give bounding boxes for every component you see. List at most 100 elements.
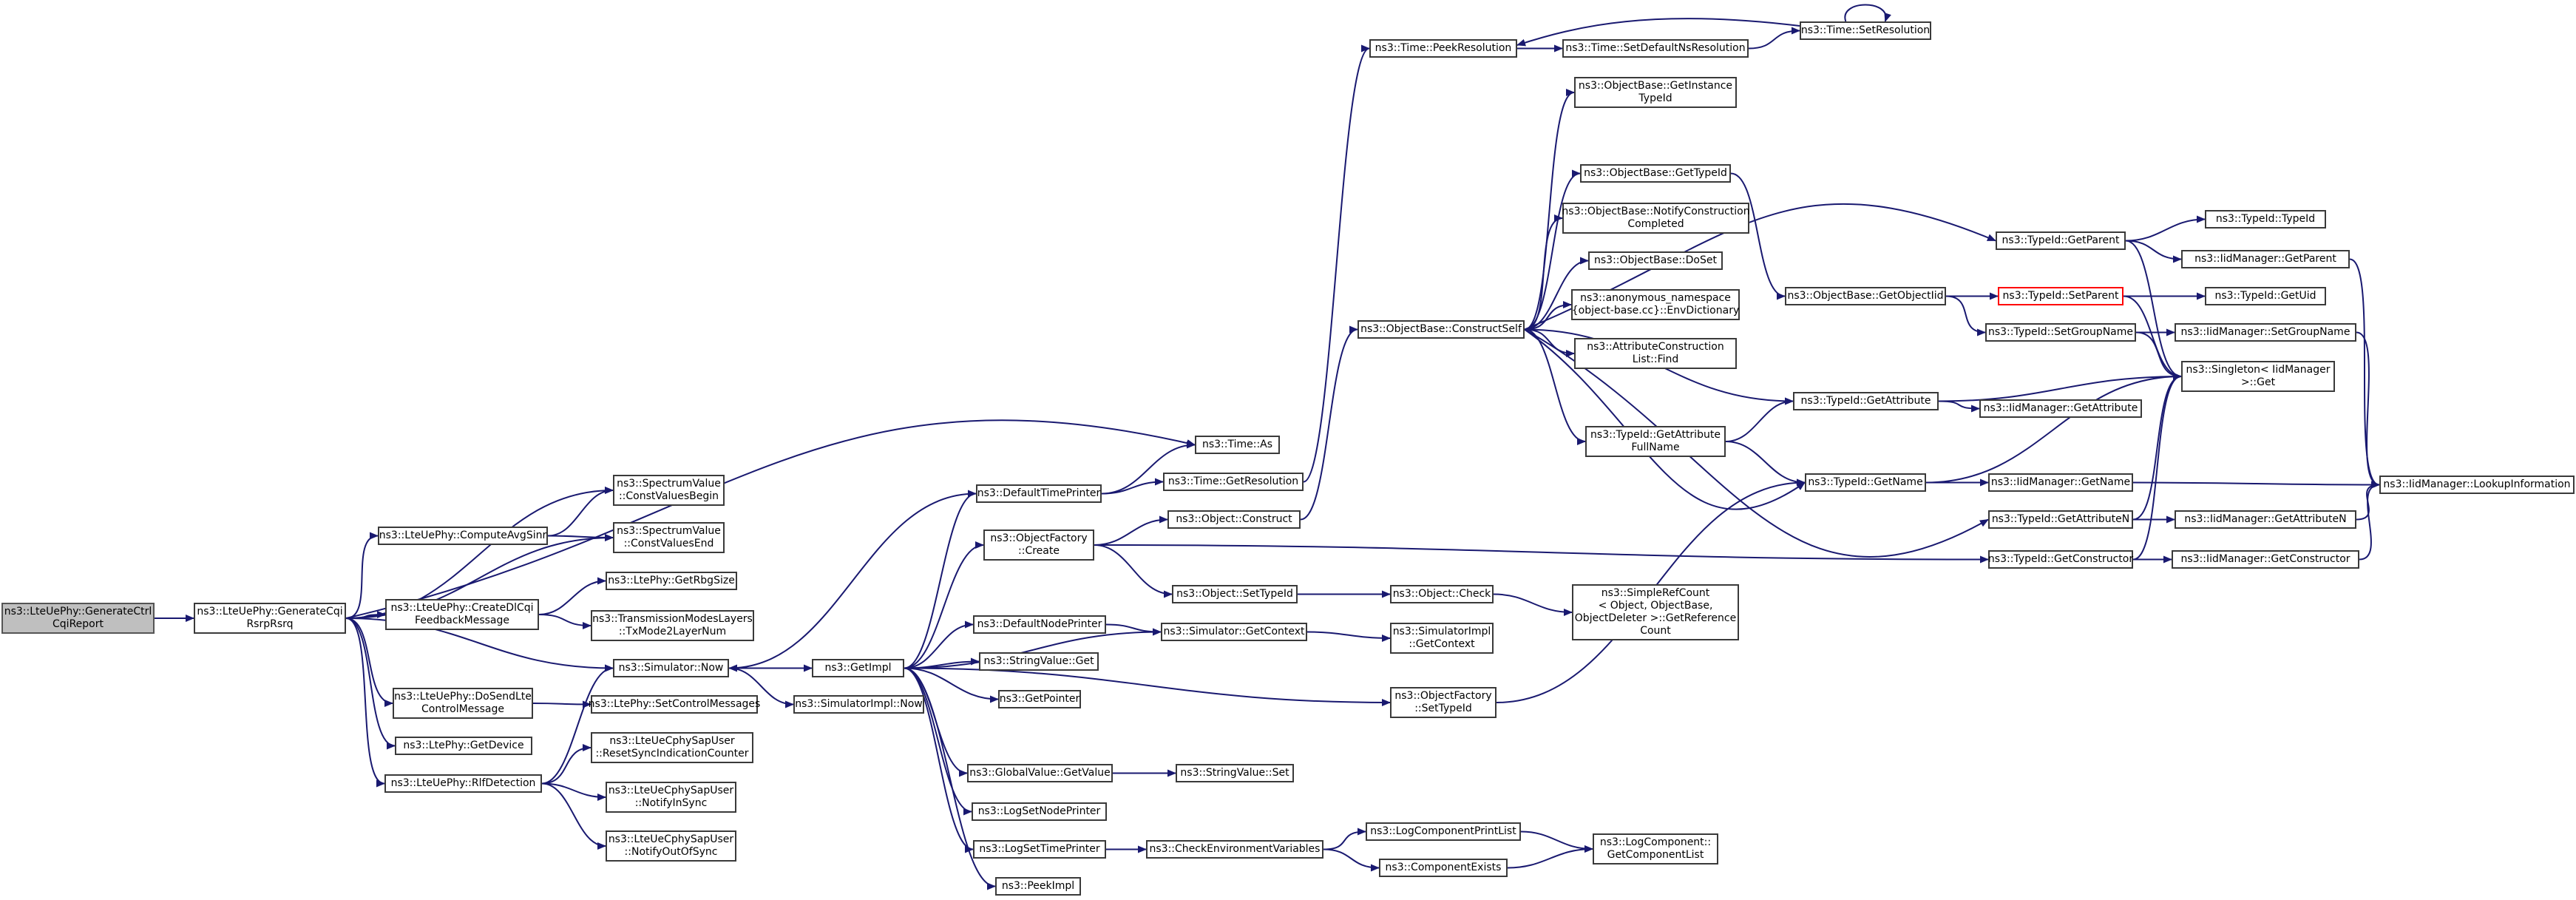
node-object-set-type-id[interactable]: ns3::Object::SetTypeId xyxy=(1172,585,1298,603)
node-do-send-lte[interactable]: ns3::LteUePhy::DoSendLte ControlMessage xyxy=(393,688,533,719)
edge-typeid-get-attribute-n-to-singleton-get xyxy=(2132,373,2182,521)
edge-compute-avg-sinr-to-spec-end xyxy=(547,533,614,541)
edge-get-impl-to-sim-get-context xyxy=(904,628,1162,669)
node-attr-construction-list-find[interactable]: ns3::AttributeConstruction List::Find xyxy=(1574,338,1737,369)
node-notify-out-of-sync[interactable]: ns3::LteUeCphySapUser ::NotifyOutOfSync xyxy=(606,830,736,862)
node-set-control-msgs[interactable]: ns3::LtePhy::SetControlMessages xyxy=(589,695,760,714)
edge-get-impl-to-object-factory-create xyxy=(904,541,984,669)
node-object-factory-create[interactable]: ns3::ObjectFactory ::Create xyxy=(983,529,1094,561)
node-log-set-time-printer[interactable]: ns3::LogSetTimePrinter xyxy=(973,840,1106,859)
edge-default-node-printer-to-sim-get-context xyxy=(1105,623,1162,636)
edge-object-factory-create-to-object-set-type-id xyxy=(1094,544,1173,598)
node-object-factory-set-type-id[interactable]: ns3::ObjectFactory ::SetTypeId xyxy=(1390,687,1497,718)
edge-object-construct-to-ob-construct-self xyxy=(1300,325,1358,521)
node-typeid-set-group-name[interactable]: ns3::TypeId::SetGroupName xyxy=(1985,323,2136,342)
edge-get-impl-to-get-pointer xyxy=(904,667,999,703)
edge-ob-construct-self-to-typeid-get-attribute-n xyxy=(1524,328,1989,558)
node-iid-get-constructor[interactable]: ns3::IidManager::GetConstructor xyxy=(2172,550,2359,569)
node-default-node-printer[interactable]: ns3::DefaultNodePrinter xyxy=(973,615,1106,634)
node-tx-mode[interactable]: ns3::TransmissionModesLayers ::TxMode2La… xyxy=(591,610,754,641)
node-anon-env-dictionary[interactable]: ns3::anonymous_namespace {object-base.cc… xyxy=(1571,289,1740,320)
node-iid-get-parent[interactable]: ns3::IidManager::GetParent xyxy=(2181,250,2350,268)
node-sim-impl-get-context[interactable]: ns3::SimulatorImpl ::GetContext xyxy=(1390,623,1494,654)
edge-create-dl-cqi-to-tx-mode xyxy=(538,614,592,629)
node-sim-now[interactable]: ns3::Simulator::Now xyxy=(613,659,729,677)
node-ob-construct-self[interactable]: ns3::ObjectBase::ConstructSelf xyxy=(1358,320,1525,339)
node-lte-get-device[interactable]: ns3::LtePhy::GetDevice xyxy=(395,737,532,755)
node-rlf-detection[interactable]: ns3::LteUePhy::RlfDetection xyxy=(384,774,542,793)
node-ob-get-instance-type-id[interactable]: ns3::ObjectBase::GetInstance TypeId xyxy=(1574,77,1737,108)
node-global-value-get[interactable]: ns3::GlobalValue::GetValue xyxy=(967,764,1113,782)
node-reset-sync[interactable]: ns3::LteUeCphySapUser ::ResetSyncIndicat… xyxy=(591,732,753,763)
edge-typeid-get-parent-to-singleton-get xyxy=(2125,240,2182,380)
node-check-env-vars[interactable]: ns3::CheckEnvironmentVariables xyxy=(1146,840,1323,859)
edge-gen-cqi-to-compute-avg-sinr xyxy=(345,532,379,619)
node-ob-get-type-id[interactable]: ns3::ObjectBase::GetTypeId xyxy=(1580,164,1731,183)
node-get-rbg-size[interactable]: ns3::LtePhy::GetRbgSize xyxy=(606,572,737,590)
node-time-set-resolution[interactable]: ns3::Time::SetResolution xyxy=(1800,21,1931,40)
node-time-as[interactable]: ns3::Time::As xyxy=(1195,436,1280,454)
node-typeid-get-parent[interactable]: ns3::TypeId::GetParent xyxy=(1996,231,2126,250)
edge-ob-get-object-iid-to-typeid-set-group-name xyxy=(1945,295,1986,336)
node-typeid-get-uid[interactable]: ns3::TypeId::GetUid xyxy=(2205,287,2326,305)
node-sim-impl-now[interactable]: ns3::SimulatorImpl::Now xyxy=(793,695,924,714)
node-get-pointer[interactable]: ns3::GetPointer xyxy=(998,690,1081,708)
edge-check-env-vars-to-log-component-print-list xyxy=(1323,828,1366,850)
node-typeid-get-attribute[interactable]: ns3::TypeId::GetAttribute xyxy=(1793,392,1939,410)
node-typeid-get-name[interactable]: ns3::TypeId::GetName xyxy=(1805,473,1926,492)
edge-typeid-get-parent-to-iid-get-parent xyxy=(2125,240,2182,263)
node-gen-cqi[interactable]: ns3::LteUePhy::GenerateCqi RsrpRsrq xyxy=(194,603,346,634)
node-simple-ref-count[interactable]: ns3::SimpleRefCount < Object, ObjectBase… xyxy=(1572,584,1739,640)
node-ob-do-set[interactable]: ns3::ObjectBase::DoSet xyxy=(1588,251,1723,270)
edge-default-time-printer-to-sim-now xyxy=(728,493,977,672)
node-string-value-set[interactable]: ns3::StringValue::Set xyxy=(1176,764,1294,782)
node-typeid-typeid[interactable]: ns3::TypeId::TypeId xyxy=(2205,210,2326,229)
node-peek-impl[interactable]: ns3::PeekImpl xyxy=(995,877,1081,896)
edge-get-impl-to-object-factory-set-type-id xyxy=(904,667,1391,706)
edge-get-impl-to-log-set-time-printer xyxy=(904,667,974,853)
node-iid-get-name[interactable]: ns3::IidManager::GetName xyxy=(1988,473,2133,492)
node-compute-avg-sinr[interactable]: ns3::LteUePhy::ComputeAvgSinr xyxy=(378,527,548,545)
node-default-time-printer[interactable]: ns3::DefaultTimePrinter xyxy=(976,484,1102,503)
node-time-get-resolution[interactable]: ns3::Time::GetResolution xyxy=(1163,473,1304,491)
node-log-component-get-list[interactable]: ns3::LogComponent:: GetComponentList xyxy=(1593,833,1718,865)
node-typeid-get-attribute-n[interactable]: ns3::TypeId::GetAttributeN xyxy=(1988,510,2133,529)
edge-iid-get-constructor-to-iid-lookup-information xyxy=(2359,481,2380,561)
edge-ob-get-type-id-to-ob-get-object-iid xyxy=(1730,172,1786,300)
node-sim-get-context[interactable]: ns3::Simulator::GetContext xyxy=(1161,623,1307,641)
node-log-component-print-list[interactable]: ns3::LogComponentPrintList xyxy=(1366,822,1521,841)
edge-typeid-get-constructor-to-singleton-get xyxy=(2132,373,2182,561)
edge-default-time-printer-to-time-get-resolution xyxy=(1101,478,1164,495)
edge-rlf-detection-to-notify-out-of-sync xyxy=(541,782,606,850)
node-iid-set-group-name[interactable]: ns3::IidManager::SetGroupName xyxy=(2175,323,2356,342)
node-ob-get-object-iid[interactable]: ns3::ObjectBase::GetObjectIid xyxy=(1785,287,1946,305)
node-component-exists[interactable]: ns3::ComponentExists xyxy=(1379,859,1508,877)
edge-typeid-set-parent-to-singleton-get xyxy=(2123,295,2182,380)
node-get-impl[interactable]: ns3::GetImpl xyxy=(812,659,904,677)
node-spec-begin[interactable]: ns3::SpectrumValue ::ConstValuesBegin xyxy=(613,475,725,506)
node-typeid-get-attribute-full-name[interactable]: ns3::TypeId::GetAttribute FullName xyxy=(1585,426,1726,457)
edge-gen-cqi-to-rlf-detection xyxy=(345,618,385,788)
node-singleton-get[interactable]: ns3::Singleton< IidManager >::Get xyxy=(2181,361,2335,392)
node-notify-in-sync[interactable]: ns3::LteUeCphySapUser ::NotifyInSync xyxy=(606,782,736,813)
node-object-check[interactable]: ns3::Object::Check xyxy=(1390,585,1494,603)
edge-time-set-resolution-to-time-peek-resolution xyxy=(1516,18,1800,47)
node-log-set-node-printer[interactable]: ns3::LogSetNodePrinter xyxy=(972,802,1107,821)
node-spec-end[interactable]: ns3::SpectrumValue ::ConstValuesEnd xyxy=(613,522,725,553)
node-iid-get-attribute[interactable]: ns3::IidManager::GetAttribute xyxy=(1979,399,2142,418)
node-time-peek-resolution[interactable]: ns3::Time::PeekResolution xyxy=(1369,39,1517,58)
node-iid-lookup-information[interactable]: ns3::IidManager::LookupInformation xyxy=(2379,476,2575,494)
node-create-dl-cqi[interactable]: ns3::LteUePhy::CreateDlCqi FeedbackMessa… xyxy=(385,599,539,630)
node-typeid-get-constructor[interactable]: ns3::TypeId::GetConstructor xyxy=(1988,550,2133,569)
edge-do-send-lte-to-set-control-msgs xyxy=(532,700,592,708)
edge-rlf-detection-to-sim-now xyxy=(541,664,614,785)
edge-object-factory-create-to-object-construct xyxy=(1094,515,1168,546)
edge-typeid-get-attribute-full-name-to-typeid-get-name xyxy=(1725,441,1806,487)
node-ob-notify-construction[interactable]: ns3::ObjectBase::NotifyConstruction Comp… xyxy=(1562,203,1750,234)
node-object-construct[interactable]: ns3::Object::Construct xyxy=(1167,510,1301,529)
node-string-value-get[interactable]: ns3::StringValue::Get xyxy=(979,652,1099,671)
node-time-set-default-ns-resolution[interactable]: ns3::Time::SetDefaultNsResolution xyxy=(1562,39,1749,58)
node-typeid-set-parent[interactable]: ns3::TypeId::SetParent xyxy=(1998,287,2123,305)
edge-time-get-resolution-to-time-peek-resolution xyxy=(1303,44,1370,483)
node-iid-get-attribute-n[interactable]: ns3::IidManager::GetAttributeN xyxy=(2175,510,2356,529)
